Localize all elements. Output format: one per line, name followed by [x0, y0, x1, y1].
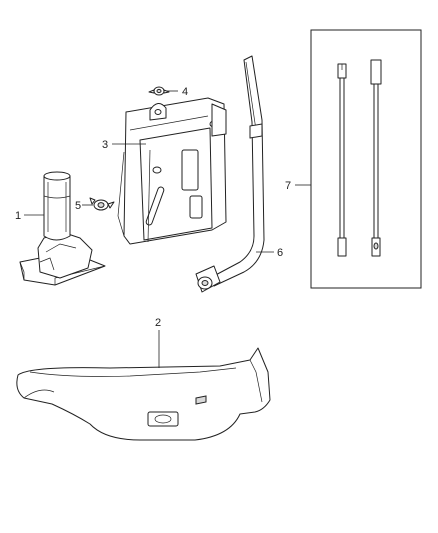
callout-7: 7 [285, 180, 291, 192]
callout-4: 4 [182, 86, 188, 98]
callout-5: 5 [75, 200, 81, 212]
extension-bars-box [310, 29, 422, 289]
callout-3: 3 [102, 139, 108, 151]
callout-6: 6 [277, 247, 283, 259]
callout-1: 1 [15, 210, 21, 222]
extension-bars-part[interactable] [337, 59, 382, 257]
storage-tray-part[interactable] [16, 347, 271, 441]
callout-2: 2 [155, 317, 161, 329]
lug-wrench-part[interactable] [195, 55, 265, 293]
clip-part[interactable] [148, 86, 170, 96]
mounting-bracket-part[interactable] [117, 97, 227, 245]
wing-bolt-part[interactable] [89, 197, 115, 211]
jack-part[interactable] [19, 171, 106, 286]
